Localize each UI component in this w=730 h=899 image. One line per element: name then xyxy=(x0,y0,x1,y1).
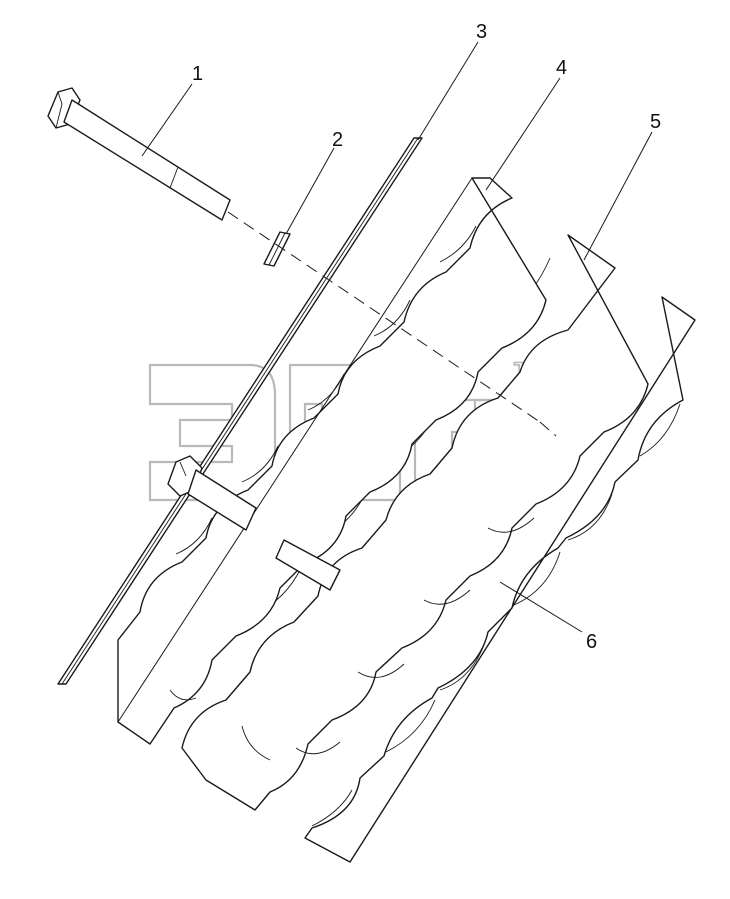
callout-5: 5 xyxy=(650,111,661,133)
part-1-bolt-installed xyxy=(167,455,341,591)
callout-2: 2 xyxy=(332,129,343,151)
part-6-clamp-bar xyxy=(304,296,696,863)
part-1-bolt xyxy=(47,87,231,221)
assembly-centerlines xyxy=(227,211,557,437)
leader-lines xyxy=(141,41,653,633)
callout-3: 3 xyxy=(476,21,487,43)
part-4-clamp-bar xyxy=(117,177,547,745)
callout-labels: 1 2 3 4 5 6 xyxy=(192,21,661,653)
callout-4: 4 xyxy=(556,57,567,79)
callout-6: 6 xyxy=(586,631,597,653)
callout-1: 1 xyxy=(192,63,203,85)
part-2-washer xyxy=(263,231,291,267)
